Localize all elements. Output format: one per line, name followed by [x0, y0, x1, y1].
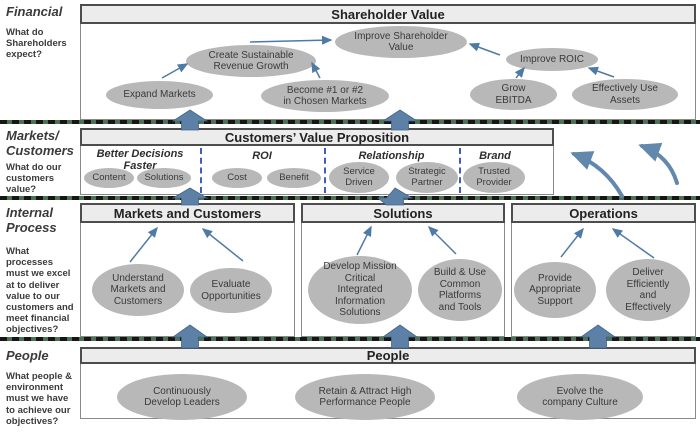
perspective-question-internal-process: What processes must we excel at to deliv…	[6, 246, 74, 336]
section-header-shareholder-value: Shareholder Value	[80, 4, 696, 24]
oval-grow-ebitda: Grow EBITDA	[470, 79, 557, 110]
dashed-separator	[0, 196, 700, 200]
column-title-relationship: Relationship	[358, 150, 425, 162]
section-title: People	[366, 348, 410, 363]
oval-service-driven: Service Driven	[329, 162, 389, 193]
oval-retain-attract-high-performance-people: Retain & Attract High Performance People	[295, 374, 435, 420]
oval-strategic-partner: Strategic Partner	[396, 162, 458, 193]
column-divider	[200, 148, 202, 193]
oval-effectively-use-assets: Effectively Use Assets	[572, 79, 678, 110]
oval-evaluate-opportunities: Evaluate Opportunities	[190, 268, 272, 313]
oval-benefit: Benefit	[267, 168, 321, 188]
column-divider	[459, 148, 461, 193]
section-title: Solutions	[373, 205, 433, 221]
oval-understand-markets-and-customers: Understand Markets and Customers	[92, 264, 184, 316]
perspective-label-people: People	[6, 348, 49, 363]
column-title-roi: ROI	[252, 150, 272, 162]
section-title: Customers’ Value Proposition	[224, 129, 410, 145]
oval-expand-markets: Expand Markets	[106, 81, 213, 109]
perspective-question-markets-customers: What do our customers value?	[6, 162, 62, 196]
section-title: Markets and Customers	[113, 205, 262, 221]
perspective-question-financial: What do Shareholders expect?	[6, 27, 67, 61]
oval-cost: Cost	[212, 168, 262, 188]
oval-deliver-efficiently-effectively: Deliver Efficiently and Effectively	[606, 259, 690, 321]
oval-improve-shareholder-value: Improve Shareholder Value	[335, 26, 467, 58]
perspective-question-people: What people & environment must we have t…	[6, 371, 72, 427]
oval-develop-mission-critical-solutions: Develop Mission Critical Integrated Info…	[308, 256, 412, 324]
section-title: Operations	[569, 205, 638, 221]
section-header-customers-value-proposition: Customers’ Value Proposition	[80, 128, 554, 146]
section-header-operations: Operations	[511, 203, 696, 223]
perspective-label-financial: Financial	[6, 4, 63, 19]
oval-evolve-company-culture: Evolve the company Culture	[517, 374, 643, 420]
perspective-label-internal-process: Internal Process	[6, 205, 57, 235]
section-header-solutions: Solutions	[301, 203, 505, 223]
curved-feedback-arrow	[570, 151, 624, 198]
oval-content: Content	[84, 168, 134, 188]
column-divider	[324, 148, 326, 193]
section-header-markets-and-customers: Markets and Customers	[80, 203, 295, 223]
oval-provide-appropriate-support: Provide Appropriate Support	[514, 262, 596, 318]
column-title-better-decisions-faster: Better Decisions Faster	[96, 148, 184, 173]
dashed-separator	[0, 337, 700, 341]
oval-continuously-develop-leaders: Continuously Develop Leaders	[117, 374, 247, 420]
section-title: Shareholder Value	[331, 6, 445, 22]
oval-improve-roic: Improve ROIC	[506, 48, 598, 71]
perspective-label-markets-customers: Markets/ Customers	[6, 128, 74, 158]
column-title-brand: Brand	[479, 150, 511, 162]
curved-feedback-arrow	[638, 142, 679, 185]
oval-become-number-1-or-2: Become #1 or #2 in Chosen Markets	[261, 80, 389, 112]
dashed-separator	[0, 120, 700, 124]
oval-solutions: Solutions	[137, 168, 191, 188]
oval-build-use-common-platforms: Build & Use Common Platforms and Tools	[418, 259, 502, 321]
oval-create-sustainable-revenue-growth: Create Sustainable Revenue Growth	[186, 45, 316, 77]
section-header-people: People	[80, 347, 696, 364]
oval-trusted-provider: Trusted Provider	[463, 162, 525, 193]
